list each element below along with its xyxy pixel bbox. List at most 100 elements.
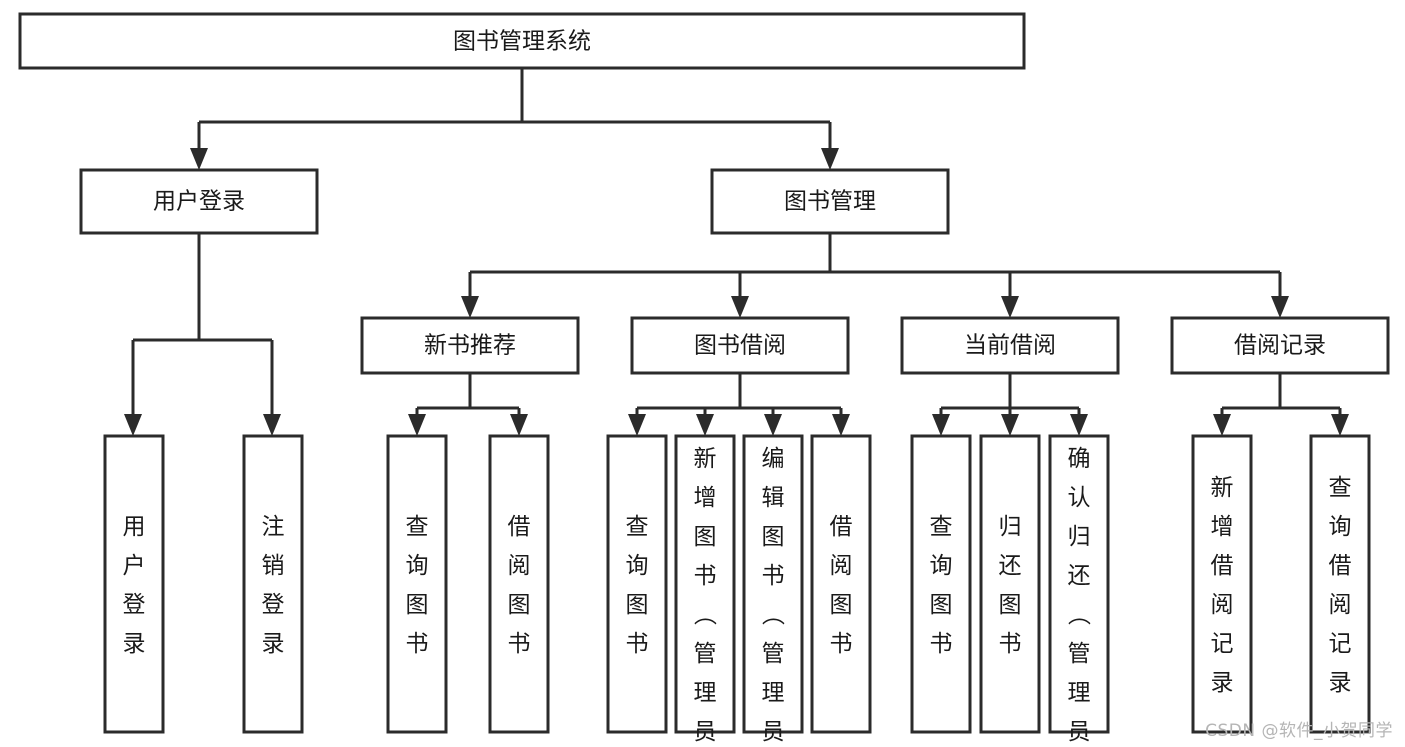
arrow-current-borrow-leaf-1 [932,414,950,436]
leaf-box[interactable] [103,434,165,734]
svg-text:询: 询 [406,553,429,579]
leaf-box[interactable] [1309,434,1371,734]
leaf-box[interactable] [606,434,668,734]
svg-text:登: 登 [123,592,146,618]
arrow-new-book-leaf-1 [408,414,426,436]
svg-text:注: 注 [262,514,285,540]
leaf-box[interactable] [386,434,448,734]
connector-layer [124,68,1349,436]
svg-text:理: 理 [762,680,785,706]
current-borrow-box[interactable] [900,316,1120,375]
leaf-box[interactable] [742,434,804,734]
svg-text:阅: 阅 [508,553,531,579]
svg-text:图: 图 [762,524,785,550]
svg-text:查: 查 [1329,475,1352,501]
node-book-borrow[interactable]: 图书借阅 [630,316,850,375]
node-root[interactable]: 图书管理系统 [18,12,1026,70]
svg-text:查: 查 [406,514,429,540]
leaf-box[interactable] [810,434,872,734]
svg-text:询: 询 [1329,514,1352,540]
new-book-recommend-box[interactable] [360,316,580,375]
arrow-borrow-record-leaf-1 [1213,414,1231,436]
node-user-login[interactable]: 用户登录 [79,168,319,235]
svg-text:借: 借 [1329,553,1352,579]
svg-text:户: 户 [123,553,146,579]
leaf-box[interactable] [488,434,550,734]
book-borrow-box[interactable] [630,316,850,375]
arrow-current-borrow-leaf-2 [1001,414,1019,436]
svg-text:图: 图 [930,592,953,618]
arrow-to-borrow-record [1271,296,1289,318]
svg-text:录: 录 [123,631,146,657]
svg-text:理: 理 [1068,680,1091,706]
svg-text:询: 询 [626,553,649,579]
svg-text:图: 图 [999,592,1022,618]
svg-text:查: 查 [626,514,649,540]
svg-text:管: 管 [1068,641,1091,667]
svg-text:认: 认 [1068,485,1091,511]
leaf-box[interactable] [1048,434,1110,734]
svg-text:（: （ [759,603,785,626]
user-login-box[interactable] [79,168,319,235]
svg-text:图: 图 [830,592,853,618]
leaf-label: 用户登录 [123,514,146,657]
svg-text:（: （ [1065,603,1091,626]
current-borrow-label: 当前借阅 [964,333,1056,359]
leaf-box[interactable] [1191,434,1253,734]
svg-text:图: 图 [626,592,649,618]
svg-text:（: （ [691,603,717,626]
leaf-box[interactable] [242,434,304,734]
arrow-to-new-book [461,296,479,318]
borrow-record-label: 借阅记录 [1234,333,1326,359]
arrow-user-login-leaf-1 [124,414,142,436]
arrow-user-login-leaf-2 [263,414,281,436]
root-box[interactable] [18,12,1026,70]
leaf-box[interactable] [910,434,972,734]
svg-text:书: 书 [762,563,785,589]
svg-text:书: 书 [830,631,853,657]
svg-text:辑: 辑 [762,485,785,511]
arrow-current-borrow-leaf-3 [1070,414,1088,436]
csdn-watermark: CSDN @软件_小贺同学 [1205,721,1393,741]
arrow-to-current-borrow [1001,296,1019,318]
svg-text:借: 借 [1211,553,1234,579]
svg-text:借: 借 [830,514,853,540]
leaf-box[interactable] [979,434,1041,734]
svg-text:增: 增 [1211,514,1234,540]
node-current-borrow[interactable]: 当前借阅 [900,316,1120,375]
root-label: 图书管理系统 [453,29,591,55]
arrow-borrow-record-leaf-2 [1331,414,1349,436]
svg-text:用: 用 [123,514,146,540]
new-book-recommend-label: 新书推荐 [424,333,516,359]
node-book-management[interactable]: 图书管理 [710,168,950,235]
node-borrow-record[interactable]: 借阅记录 [1170,316,1390,375]
leaf-box[interactable] [674,434,736,734]
node-new-book-recommend[interactable]: 新书推荐 [360,316,580,375]
svg-text:书: 书 [508,631,531,657]
arrow-to-user-login [190,148,208,170]
book-management-box[interactable] [710,168,950,235]
borrow-record-box[interactable] [1170,316,1390,375]
svg-text:录: 录 [1329,670,1352,696]
svg-text:图: 图 [508,592,531,618]
leaf-user-login-1[interactable]: 用户登录 [103,434,165,734]
book-borrow-label: 图书借阅 [694,333,786,359]
